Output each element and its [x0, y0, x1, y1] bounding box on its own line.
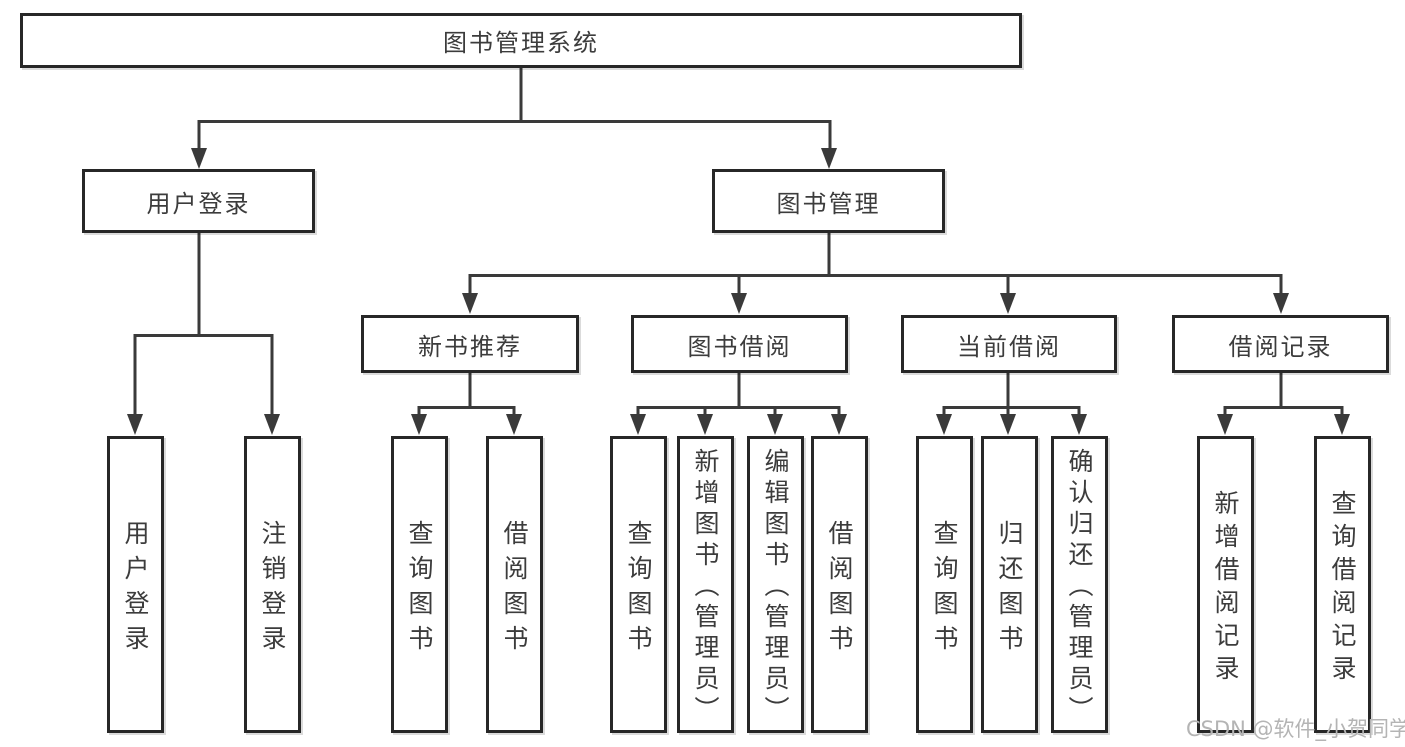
leaf-query-books-borrow: 查询图书: [610, 436, 667, 733]
arrow-down-icon: [462, 293, 478, 314]
leaf-logout: 注销登录: [244, 436, 301, 733]
leaf-add-borrow-record: 新增借阅记录: [1197, 436, 1254, 733]
node-borrowing-records: 借阅记录: [1172, 315, 1389, 373]
leaf-query-books-recommend-label: 查询图书: [405, 519, 434, 660]
node-book-borrowing-label: 图书借阅: [687, 332, 792, 361]
arrow-down-icon: [1273, 293, 1289, 314]
leaf-confirm-return-admin: 确认归还（管理员）: [1051, 436, 1108, 733]
leaf-borrow-books-recommend: 借阅图书: [486, 436, 543, 733]
leaf-edit-books-admin: 编辑图书（管理员）: [747, 436, 804, 733]
node-book-borrowing: 图书借阅: [631, 315, 848, 373]
leaf-logout-label: 注销登录: [258, 519, 287, 660]
connector-line: [417, 406, 516, 418]
arrow-down-icon: [191, 148, 207, 169]
leaf-query-borrow-record-label: 查询借阅记录: [1328, 489, 1357, 688]
leaf-confirm-return-admin-label: 确认归还（管理员）: [1065, 448, 1094, 727]
leaf-query-books-recommend: 查询图书: [391, 436, 448, 733]
connector-line: [1223, 406, 1344, 418]
leaf-query-books-current: 查询图书: [916, 436, 973, 733]
node-user-login-label: 用户登录: [146, 189, 251, 218]
node-borrowing-records-label: 借阅记录: [1228, 332, 1333, 361]
arrow-down-icon: [630, 414, 646, 435]
arrow-down-icon: [767, 414, 783, 435]
leaf-user-login: 用户登录: [107, 436, 164, 733]
arrow-down-icon: [821, 148, 837, 169]
arrow-down-icon: [411, 414, 427, 435]
node-user-login: 用户登录: [82, 169, 315, 233]
arrow-down-icon: [831, 414, 847, 435]
leaf-add-borrow-record-label: 新增借阅记录: [1211, 489, 1240, 688]
leaf-query-books-current-label: 查询图书: [930, 519, 959, 660]
connector-line: [197, 120, 832, 152]
arrow-down-icon: [127, 414, 143, 435]
node-book-management: 图书管理: [712, 169, 945, 233]
csdn-watermark: CSDN @软件_小贺同学: [1186, 717, 1405, 741]
node-new-book-recommend-label: 新书推荐: [418, 332, 522, 361]
leaf-borrow-books: 借阅图书: [811, 436, 868, 733]
node-current-borrowing: 当前借阅: [901, 315, 1117, 373]
node-root: 图书管理系统: [20, 13, 1022, 68]
arrow-down-icon: [264, 414, 280, 435]
leaf-query-borrow-record: 查询借阅记录: [1314, 436, 1371, 733]
arrow-down-icon: [731, 293, 747, 314]
leaf-edit-books-admin-label: 编辑图书（管理员）: [761, 448, 790, 727]
leaf-add-books-admin: 新增图书（管理员）: [677, 436, 734, 733]
arrow-down-icon: [1000, 414, 1016, 435]
connector-line: [942, 406, 1081, 418]
leaf-borrow-books-recommend-label: 借阅图书: [500, 519, 529, 660]
arrow-down-icon: [1334, 414, 1350, 435]
arrow-down-icon: [697, 414, 713, 435]
node-new-book-recommend: 新书推荐: [361, 315, 579, 373]
leaf-return-books-label: 归还图书: [995, 519, 1024, 660]
node-root-label: 图书管理系统: [443, 29, 599, 57]
connector-line: [468, 274, 1283, 297]
leaf-query-books-borrow-label: 查询图书: [624, 519, 653, 660]
node-book-management-label: 图书管理: [776, 189, 881, 218]
arrow-down-icon: [1000, 293, 1016, 314]
connector-line: [133, 334, 274, 417]
arrow-down-icon: [1071, 414, 1087, 435]
leaf-user-login-label: 用户登录: [121, 519, 150, 660]
node-current-borrowing-label: 当前借阅: [957, 332, 1061, 361]
leaf-borrow-books-label: 借阅图书: [825, 519, 854, 660]
leaf-return-books: 归还图书: [981, 436, 1038, 733]
connector-line: [636, 406, 841, 418]
arrow-down-icon: [1217, 414, 1233, 435]
arrow-down-icon: [506, 414, 522, 435]
arrow-down-icon: [936, 414, 952, 435]
leaf-add-books-admin-label: 新增图书（管理员）: [691, 448, 720, 727]
